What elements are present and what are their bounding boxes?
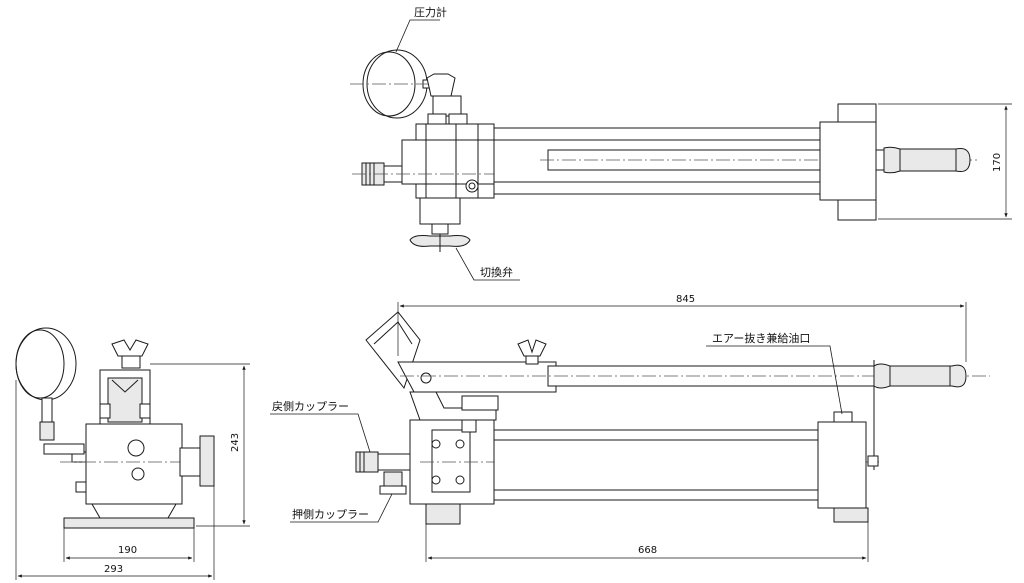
callout-pressure-gauge: 圧力計 <box>395 5 447 53</box>
dimension-293: 293 <box>15 380 215 580</box>
wing-nut-front <box>517 339 547 365</box>
end-cap-front <box>817 360 879 523</box>
pressure-gauge-end <box>15 327 77 441</box>
label-air-vent-oil-port: エアー抜き兼給油口 <box>712 331 810 345</box>
couplers-front <box>355 451 411 495</box>
cylinder-top <box>493 127 980 195</box>
pressure-gauge-top <box>350 49 440 119</box>
end-view: 243 190 293 <box>15 327 250 580</box>
upper-housing-end <box>99 369 151 425</box>
callout-selector-valve: 切換弁 <box>455 247 520 281</box>
label-pressure-gauge: 圧力計 <box>414 5 447 19</box>
top-view: 170 圧力計 切換弁 <box>350 5 1012 281</box>
label-selector-valve: 切換弁 <box>480 265 513 279</box>
dimension-668: 668 <box>425 522 869 562</box>
dim-body-length-text: 668 <box>638 545 657 556</box>
pump-block-top <box>401 123 499 199</box>
dim-top-height-text: 170 <box>992 153 1003 172</box>
pump-block-front <box>409 419 880 505</box>
selector-valve-top <box>409 197 471 252</box>
gauge-adapter-top <box>426 73 468 125</box>
callout-push-coupler: 押側カップラー <box>290 493 393 523</box>
end-cap-top <box>819 103 877 221</box>
dimension-190: 190 <box>63 528 195 562</box>
dim-side-height-text: 243 <box>230 433 241 452</box>
base-front <box>425 503 461 525</box>
dimension-243: 243 <box>150 363 250 527</box>
handle-grip-top <box>875 146 971 174</box>
coupler-top <box>352 162 520 186</box>
cylinder-front <box>493 429 819 501</box>
main-block-end <box>43 423 215 505</box>
callout-air-vent: エアー抜き兼給油口 <box>706 331 843 415</box>
label-return-coupler: 戻側カップラー <box>272 400 349 413</box>
dimension-845: 845 <box>397 294 967 362</box>
dim-base-width-text: 190 <box>118 545 137 556</box>
label-push-coupler: 押側カップラー <box>292 507 369 521</box>
dim-overall-width-text: 293 <box>104 564 123 575</box>
base-end <box>63 503 195 529</box>
dimension-170: 170 <box>878 103 1012 220</box>
callout-return-coupler: 戻側カップラー <box>270 400 371 453</box>
handle-lever-front <box>397 361 990 393</box>
front-view: 845 668 エアー抜き兼給油口 戻側カップラー 押側カップラー <box>270 294 990 562</box>
dim-overall-length-text: 845 <box>676 294 695 305</box>
linkage-front <box>409 391 499 421</box>
wing-nut-end <box>111 339 149 369</box>
